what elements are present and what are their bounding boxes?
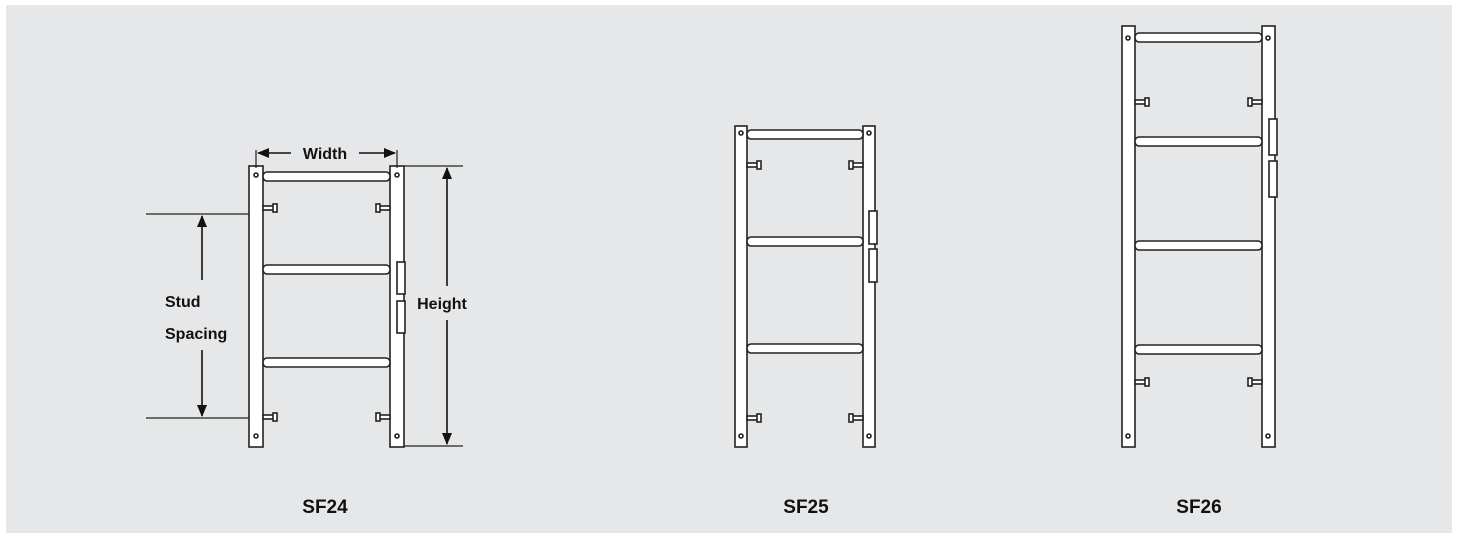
top-rail xyxy=(262,171,391,182)
coupler-tab xyxy=(396,261,406,295)
right-post xyxy=(862,125,876,448)
left-post xyxy=(1121,25,1136,448)
coupler-tab xyxy=(868,210,878,245)
bolt-hole xyxy=(1125,35,1131,41)
rail xyxy=(1134,136,1263,147)
bolt-hole xyxy=(866,130,872,136)
coupler-tab xyxy=(1268,160,1278,198)
bolt-hole xyxy=(1125,433,1131,439)
coupler-tab xyxy=(1268,118,1278,156)
width-label: Width xyxy=(303,146,347,163)
right-post xyxy=(1261,25,1276,448)
dimension-width xyxy=(255,148,398,168)
dimension-stud-spacing xyxy=(146,213,249,419)
bolt-hole xyxy=(866,433,872,439)
bolt-hole xyxy=(394,433,400,439)
coupler-tab xyxy=(396,300,406,334)
pin-lock xyxy=(848,413,864,423)
bolt-hole xyxy=(394,172,400,178)
rail xyxy=(262,357,391,368)
frame-sf26 xyxy=(1121,25,1278,448)
pin-lock xyxy=(1247,97,1263,107)
pin-lock xyxy=(1134,377,1150,387)
rail xyxy=(1134,240,1263,251)
left-post xyxy=(734,125,748,448)
top-rail xyxy=(746,129,864,140)
pin-lock xyxy=(1247,377,1263,387)
pin-lock xyxy=(848,160,864,170)
top-rail xyxy=(1134,32,1263,43)
pin-lock xyxy=(1134,97,1150,107)
coupler-tab xyxy=(868,248,878,283)
model-label-sf25: SF25 xyxy=(783,497,829,518)
stud-spacing-label-line1: Stud xyxy=(165,294,201,311)
pin-lock xyxy=(375,203,391,213)
bolt-hole xyxy=(1265,35,1271,41)
left-post xyxy=(248,165,264,448)
pin-lock xyxy=(262,412,278,422)
bolt-hole xyxy=(1265,433,1271,439)
frame-sf25 xyxy=(734,125,878,448)
pin-lock xyxy=(262,203,278,213)
rail xyxy=(1134,344,1263,355)
bolt-hole xyxy=(253,433,259,439)
height-label: Height xyxy=(417,296,467,313)
pin-lock xyxy=(746,413,762,423)
model-label-sf26: SF26 xyxy=(1176,497,1221,518)
bolt-hole xyxy=(738,130,744,136)
rail xyxy=(746,343,864,354)
rail xyxy=(262,264,391,275)
pin-lock xyxy=(375,412,391,422)
frame-sf24 xyxy=(248,165,406,448)
model-label-sf24: SF24 xyxy=(302,497,348,518)
panel-background xyxy=(6,5,1452,533)
bolt-hole xyxy=(253,172,259,178)
pin-lock xyxy=(746,160,762,170)
stud-spacing-label-line2: Spacing xyxy=(165,326,227,343)
bolt-hole xyxy=(738,433,744,439)
dimension-height xyxy=(404,165,463,447)
rail xyxy=(746,236,864,247)
